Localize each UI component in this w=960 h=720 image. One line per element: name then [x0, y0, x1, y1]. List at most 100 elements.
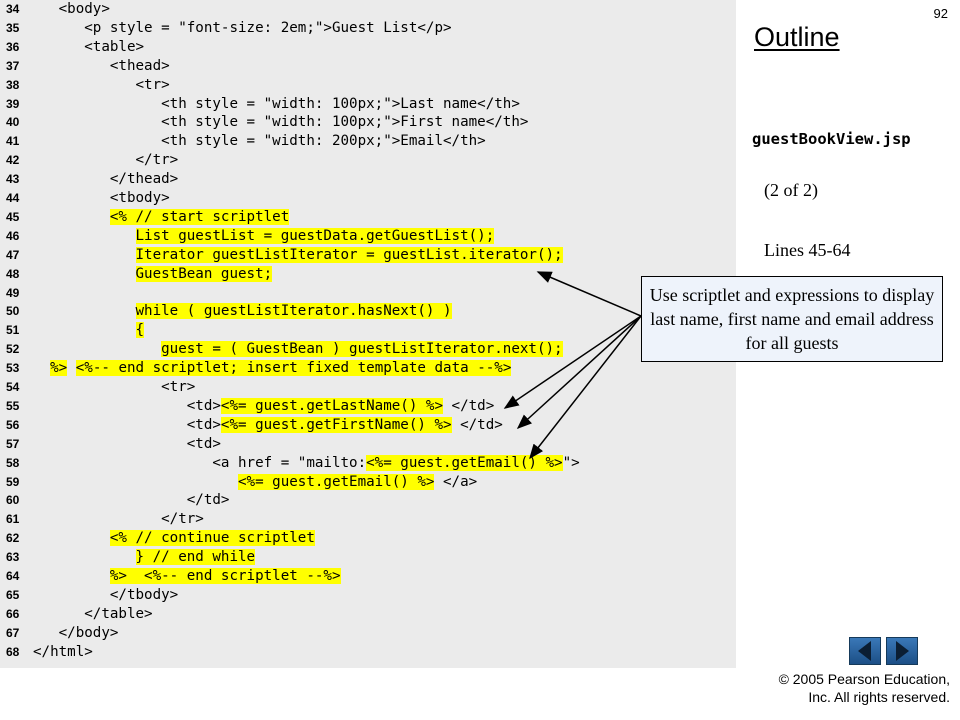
code-text: <table> — [33, 38, 144, 56]
code-segment: <p style = "font-size: 2em;">Guest List<… — [84, 19, 452, 36]
code-text: <tr> — [33, 76, 170, 94]
code-line: 34 <body> — [0, 0, 736, 18]
code-text: <td><%= guest.getFirstName() %> </td> — [33, 416, 503, 434]
code-segment: </td> — [186, 492, 230, 509]
code-line: 54 <tr> — [0, 378, 736, 396]
code-segment: <body> — [58, 1, 110, 17]
code-segment: } // end while — [135, 549, 256, 566]
code-indent — [33, 20, 84, 36]
lines-range: Lines 45-64 — [764, 240, 851, 260]
code-text: guest = ( GuestBean ) guestListIterator.… — [33, 340, 563, 358]
code-line: 40 <th style = "width: 100px;">First nam… — [0, 113, 736, 131]
code-text: <a href = "mailto:<%= guest.getEmail() %… — [33, 454, 580, 472]
code-text: while ( guestListIterator.hasNext() ) — [33, 302, 452, 320]
code-text: <thead> — [33, 57, 170, 75]
line-number: 63 — [6, 550, 20, 565]
line-number: 40 — [6, 115, 20, 130]
code-text: </table> — [33, 605, 153, 623]
line-number: 56 — [6, 417, 20, 432]
code-indent — [33, 492, 187, 508]
code-segment: <% // start scriptlet — [109, 208, 290, 225]
code-expression: <%= guest.getEmail() %> — [366, 454, 563, 471]
callout-text: Use scriptlet and expressions to display… — [649, 285, 935, 353]
code-line: 66 </table> — [0, 605, 736, 623]
code-indent — [33, 549, 136, 565]
code-text: <th style = "width: 100px;">First name</… — [33, 113, 528, 131]
code-indent — [33, 152, 136, 168]
code-text: <%= guest.getEmail() %> </a> — [33, 473, 477, 491]
line-number: 35 — [6, 20, 20, 35]
code-text: { — [33, 321, 145, 339]
code-segment: <td> — [186, 416, 221, 433]
code-text: <body> — [33, 0, 110, 18]
code-listing: 34 <body>35 <p style = "font-size: 2em;"… — [0, 0, 736, 668]
code-text: <td><%= guest.getLastName() %> </td> — [33, 397, 494, 415]
code-line: 56 <td><%= guest.getFirstName() %> </td> — [0, 416, 736, 434]
code-text: </tr> — [33, 151, 179, 169]
line-number: 60 — [6, 493, 20, 508]
code-line: 48 GuestBean guest; — [0, 265, 736, 283]
code-line: 59 <%= guest.getEmail() %> </a> — [0, 473, 736, 491]
code-line: 47 Iterator guestListIterator = guestLis… — [0, 246, 736, 264]
line-number: 54 — [6, 380, 20, 394]
line-number: 68 — [6, 644, 20, 659]
code-segment: <%-- end scriptlet; insert fixed templat… — [75, 360, 512, 377]
code-indent — [33, 322, 136, 338]
code-indent — [33, 171, 110, 187]
code-segment: <th style = "width: 200px;">Email</th> — [161, 133, 486, 150]
code-line: 57 <td> — [0, 435, 736, 453]
code-line: 68 </html> — [0, 643, 736, 661]
code-text: </body> — [33, 624, 119, 642]
code-indent — [33, 247, 136, 263]
previous-slide-button[interactable] — [849, 637, 881, 665]
code-indent — [33, 587, 110, 603]
code-indent — [33, 58, 110, 74]
code-line: 46 List guestList = guestData.getGuestLi… — [0, 227, 736, 245]
code-line: 44 <tbody> — [0, 189, 736, 207]
code-segment: "> — [562, 454, 580, 471]
code-segment: </tbody> — [109, 586, 179, 603]
code-segment: </table> — [84, 605, 153, 622]
code-text: <tbody> — [33, 189, 170, 207]
code-segment: %> <%-- end scriptlet --%> — [109, 568, 341, 584]
code-indent — [33, 190, 110, 206]
code-line: 63 } // end while — [0, 548, 736, 566]
code-indent — [33, 133, 161, 149]
triangle-right-icon — [896, 641, 909, 661]
line-number: 36 — [6, 39, 20, 54]
code-line: 35 <p style = "font-size: 2em;">Guest Li… — [0, 19, 736, 37]
code-segment: <a href = "mailto: — [212, 454, 367, 471]
code-indent — [33, 266, 136, 282]
line-number: 64 — [6, 569, 20, 583]
code-text: </thead> — [33, 170, 178, 188]
code-indent — [33, 568, 110, 584]
code-segment: </body> — [58, 624, 119, 641]
code-indent — [33, 1, 59, 17]
code-text: </html> — [33, 643, 93, 661]
code-segment: <tbody> — [109, 190, 170, 206]
line-number: 65 — [6, 587, 20, 602]
code-line: 67 </body> — [0, 624, 736, 642]
code-segment: <td> — [186, 397, 221, 414]
code-text: </tbody> — [33, 586, 178, 604]
code-line: 61 </tr> — [0, 510, 736, 528]
code-segment: { — [135, 322, 145, 339]
line-number: 49 — [6, 285, 20, 300]
code-indent — [33, 360, 50, 376]
code-expression: <%= guest.getLastName() %> — [220, 397, 444, 414]
code-segment: <th style = "width: 100px;">First name</… — [161, 114, 529, 131]
line-number: 44 — [6, 191, 20, 205]
code-text: } // end while — [33, 548, 256, 566]
code-segment: </tr> — [161, 511, 204, 528]
outline-title[interactable]: Outline — [754, 22, 840, 52]
file-name: guestBookView.jsp — [752, 130, 911, 148]
code-indent — [33, 606, 84, 622]
code-segment: <tr> — [161, 379, 196, 395]
code-line: 64 %> <%-- end scriptlet --%> — [0, 567, 736, 585]
code-text: <td> — [33, 435, 221, 453]
code-segment: </td> — [443, 397, 495, 414]
code-indent — [33, 303, 136, 319]
next-slide-button[interactable] — [886, 637, 918, 665]
line-number: 46 — [6, 228, 20, 243]
code-text: Iterator guestListIterator = guestList.i… — [33, 246, 563, 264]
